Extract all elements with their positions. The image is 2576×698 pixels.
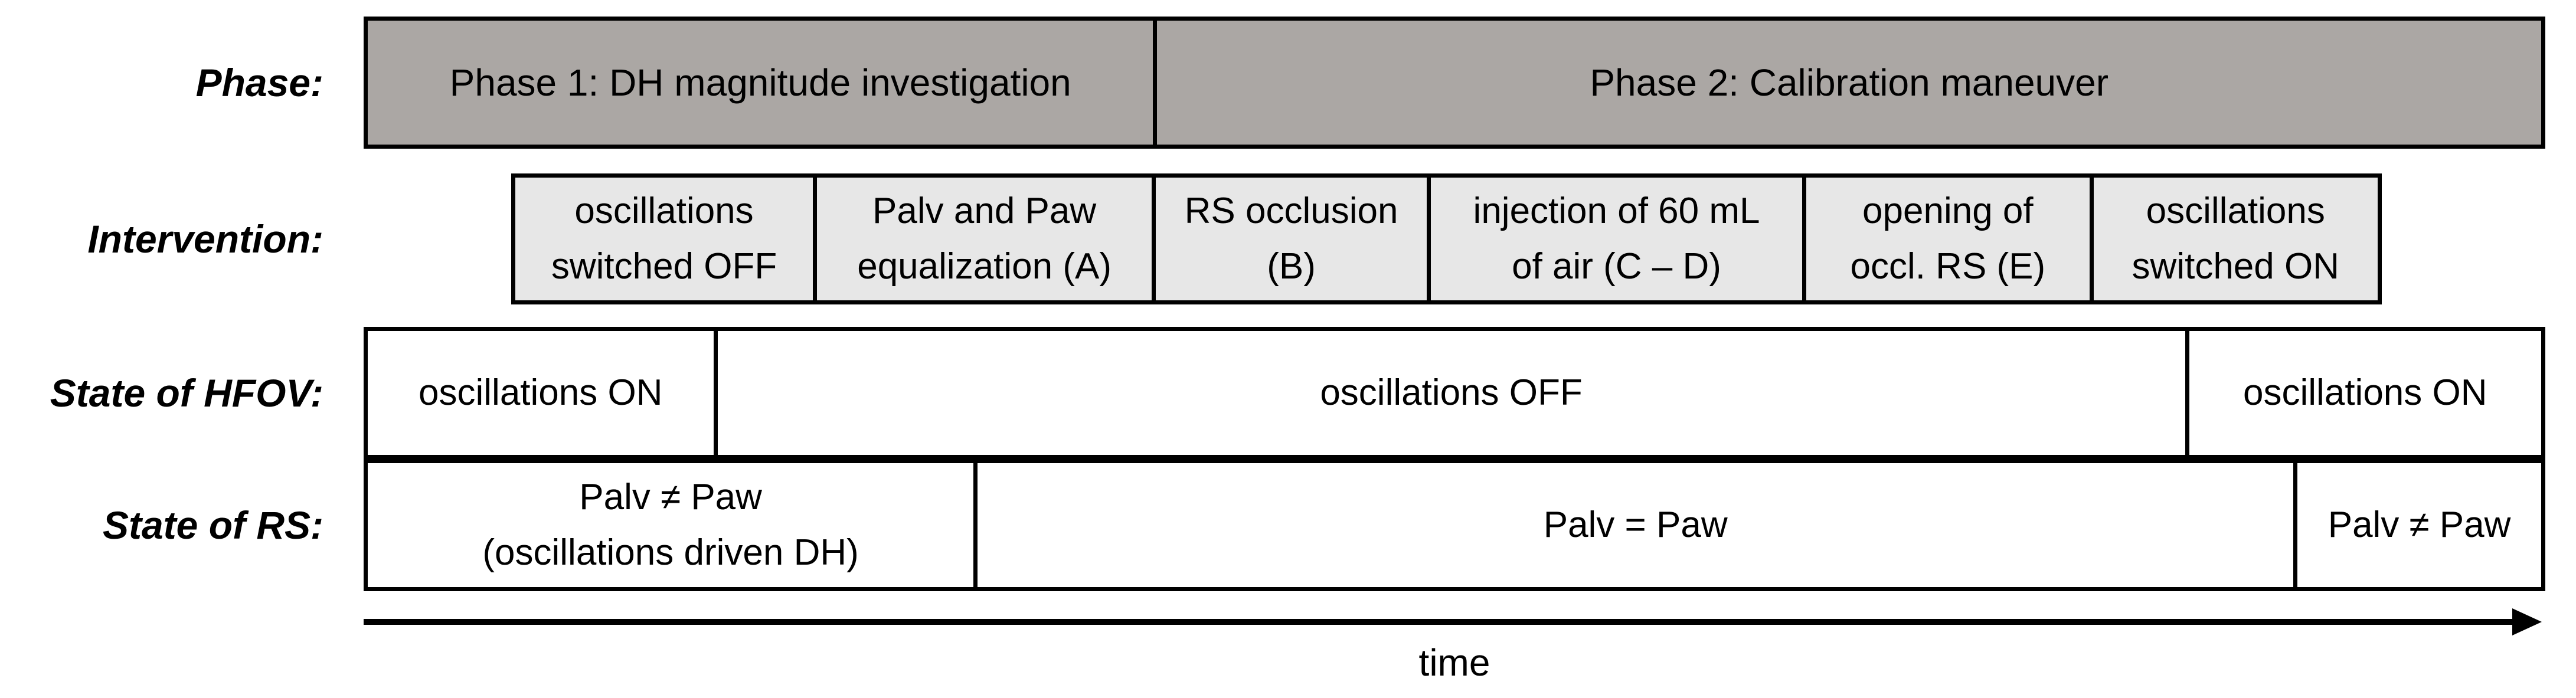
intervention-box-air-injection: injection of 60 mL of air (C – D) (1430, 178, 1807, 300)
intervention-box-palv-paw-equalization: Palv and Paw equalization (A) (817, 178, 1156, 300)
hfov-text-oscillations-on-end: oscillations ON (2243, 372, 2487, 413)
state-of-hfov-row-label: State of HFOV: (50, 371, 323, 415)
intervention-row-label: Intervention: (87, 217, 323, 261)
hfov-box-oscillations-on-end: oscillations ON (2189, 331, 2541, 455)
intervention-row: oscillations switched OFF Palv and Paw e… (511, 173, 2382, 304)
state-of-rs-row-label: State of RS: (102, 503, 323, 547)
rs-text-palv-equal-paw: Palv = Paw (1543, 504, 1728, 545)
hfov-text-oscillations-off: oscillations OFF (1320, 372, 1583, 413)
rs-box-palv-not-equal-paw-end: Palv ≠ Paw (2297, 463, 2541, 587)
hfov-box-oscillations-on-start: oscillations ON (368, 331, 718, 455)
intervention-text-rs-occlusion: RS occlusion (B) (1184, 191, 1398, 287)
state-of-rs-row: Palv ≠ Paw (oscillations driven DH) Palv… (364, 459, 2545, 591)
rs-box-palv-equal-paw: Palv = Paw (978, 463, 2298, 587)
intervention-text-palv-paw-equalization: Palv and Paw equalization (A) (857, 191, 1112, 287)
intervention-text-oscillations-switched-on: oscillations switched ON (2132, 191, 2339, 287)
intervention-text-air-injection: injection of 60 mL of air (C – D) (1473, 191, 1760, 287)
phase-2-text: Phase 2: Calibration maneuver (1590, 61, 2109, 104)
rs-box-palv-not-equal-paw-start: Palv ≠ Paw (oscillations driven DH) (368, 463, 978, 587)
rs-text-palv-not-equal-paw-end: Palv ≠ Paw (2327, 504, 2511, 545)
phase-row: Phase 1: DH magnitude investigation Phas… (364, 17, 2545, 149)
intervention-box-rs-occlusion: RS occlusion (B) (1156, 178, 1431, 300)
intervention-box-opening-occluded-rs: opening of occl. RS (E) (1806, 178, 2094, 300)
phase-1-text: Phase 1: DH magnitude investigation (449, 61, 1071, 104)
intervention-box-oscillations-switched-on: oscillations switched ON (2093, 178, 2378, 300)
phase-1-box: Phase 1: DH magnitude investigation (368, 21, 1158, 145)
phase-2-box: Phase 2: Calibration maneuver (1157, 21, 2541, 145)
intervention-text-opening-occluded-rs: opening of occl. RS (E) (1850, 191, 2046, 287)
time-axis-arrow-line (364, 619, 2515, 625)
rs-text-palv-not-equal-paw-start: Palv ≠ Paw (oscillations driven DH) (482, 477, 859, 573)
intervention-box-oscillations-switched-off: oscillations switched OFF (515, 178, 818, 300)
hfov-text-oscillations-on-start: oscillations ON (419, 372, 663, 413)
phase-row-label: Phase: (195, 61, 323, 104)
state-of-hfov-row: oscillations ON oscillations OFF oscilla… (364, 327, 2545, 459)
time-axis-arrow-head-icon (2512, 608, 2542, 635)
hfov-box-oscillations-off: oscillations OFF (717, 331, 2189, 455)
intervention-text-oscillations-switched-off: oscillations switched OFF (551, 191, 777, 287)
time-axis-label: time (1418, 641, 1490, 684)
